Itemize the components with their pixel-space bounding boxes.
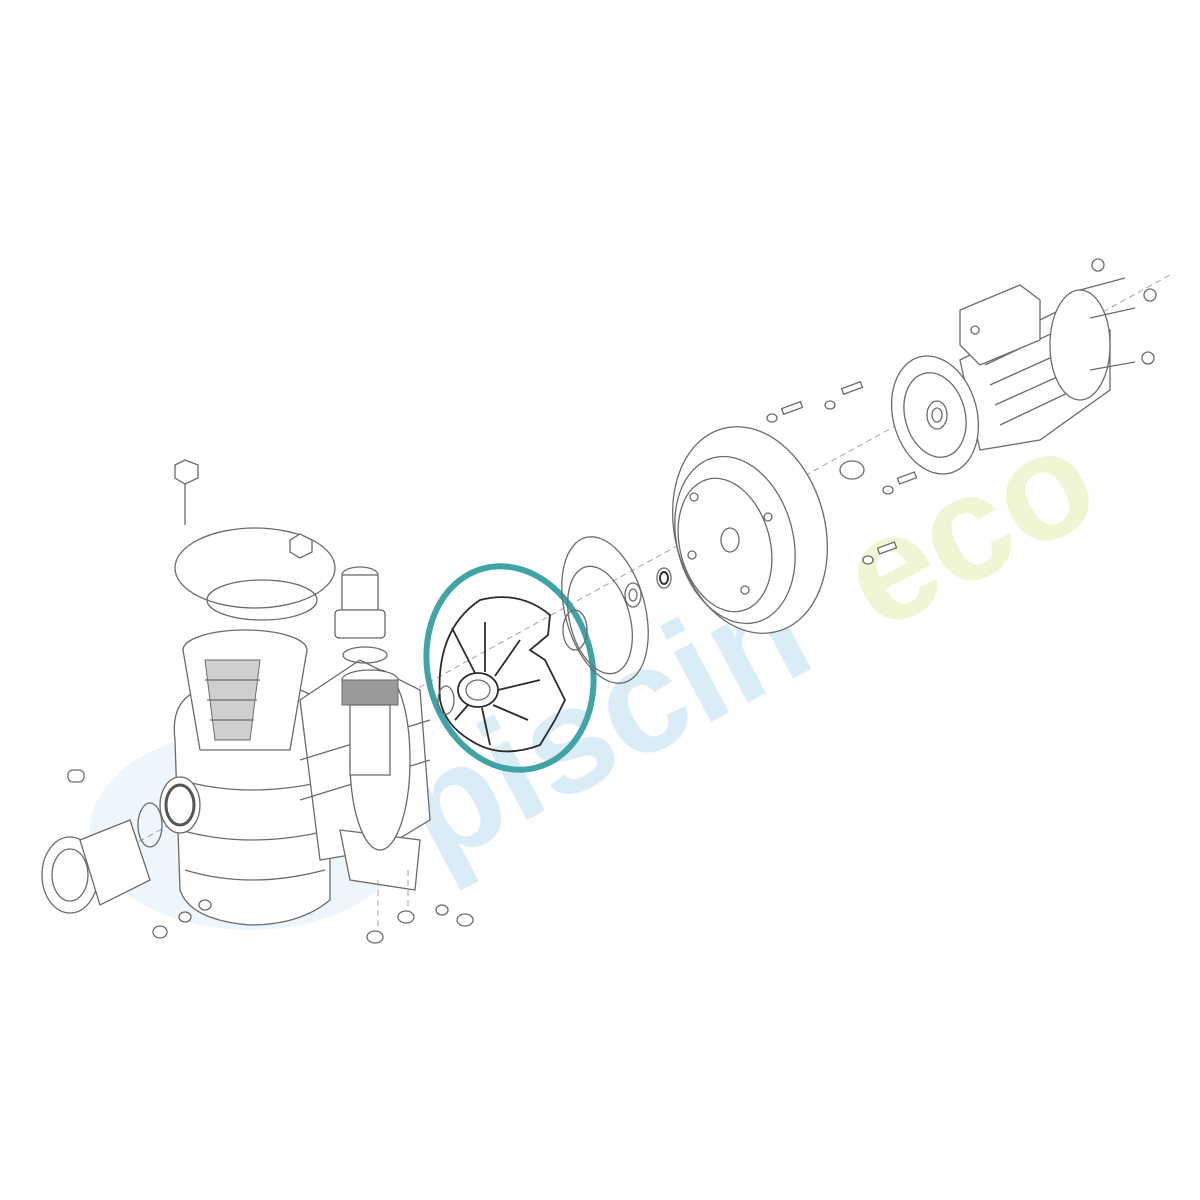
impeller[interactable]: [404, 547, 616, 788]
highlight-ring: [423, 563, 597, 773]
mechanical-seal: [624, 567, 672, 608]
union-inlet: [41, 769, 201, 914]
base-hardware: [152, 870, 474, 944]
strainer-basket: [182, 629, 308, 751]
motor: [890, 277, 1136, 475]
lid-clamp: [174, 459, 336, 621]
motor-flange: [671, 426, 829, 634]
knob-icon: [289, 533, 313, 559]
union-outlet: [334, 566, 399, 776]
bolts: [766, 258, 1157, 565]
knob-icon: [174, 459, 199, 485]
diffuser-seal-plate: [437, 536, 649, 715]
